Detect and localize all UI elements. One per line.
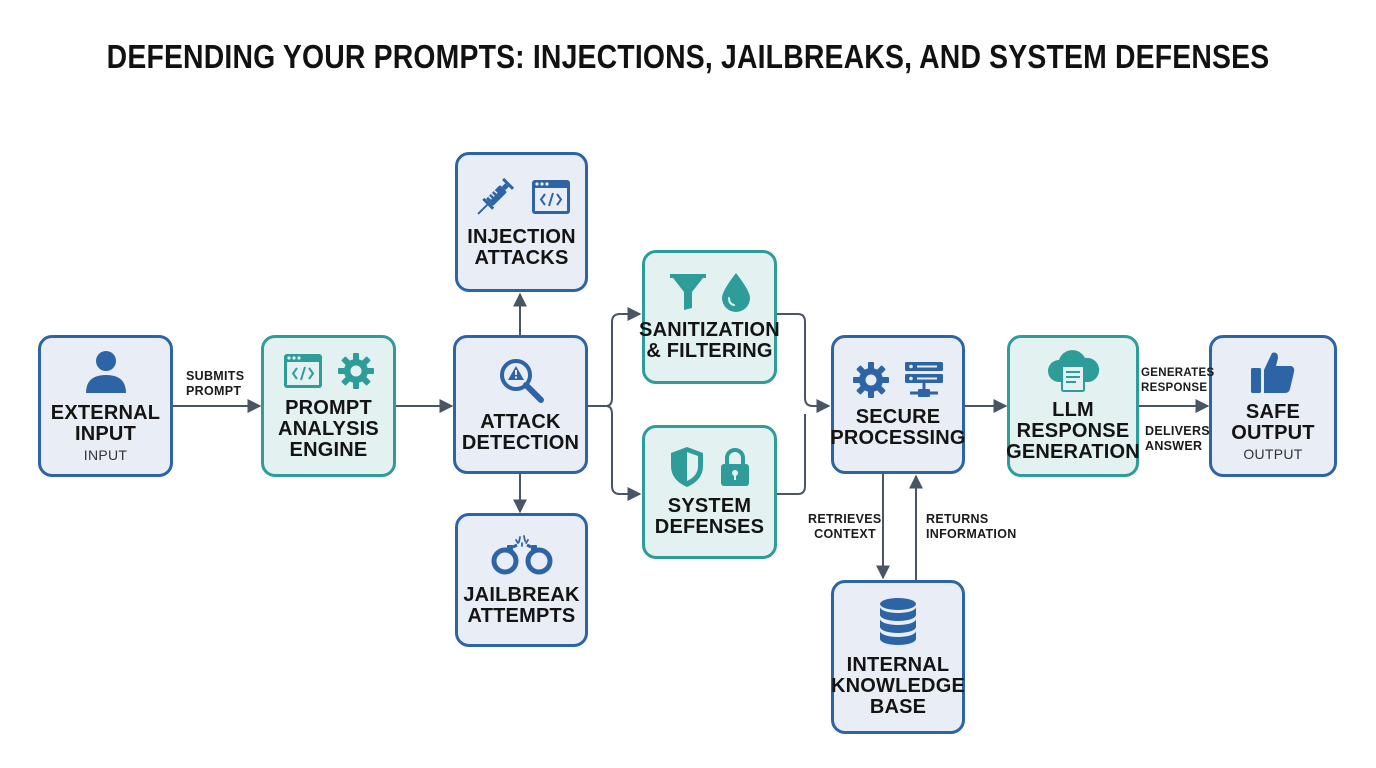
node-safe-output: SAFE OUTPUT OUTPUT <box>1209 335 1337 477</box>
edge-label-returns-information: RETURNS INFORMATION <box>926 512 1017 541</box>
node-prompt-analysis-engine: PROMPT ANALYSIS ENGINE <box>261 335 396 477</box>
code-window-icon <box>531 180 570 214</box>
edge-detection-to-defenses <box>605 405 642 501</box>
node-external-input: EXTERNAL INPUT INPUT <box>38 335 173 477</box>
diagram-title: DEFENDING YOUR PROMPTS: INJECTIONS, JAIL… <box>106 38 1270 75</box>
server-icon <box>905 361 943 397</box>
node-label: EXTERNAL INPUT <box>50 402 161 445</box>
edge-label-retrieves-context: RETRIEVES CONTEXT <box>808 512 882 541</box>
magnifier-warning-icon <box>499 358 544 403</box>
node-internal-knowledge-base: INTERNAL KNOWLEDGE BASE <box>831 580 965 734</box>
edge-detection-to-sanitization <box>588 307 642 407</box>
node-llm-response-generation: LLM RESPONSE GENERATION <box>1006 335 1140 477</box>
node-system-defenses: SYSTEM DEFENSES <box>642 425 777 559</box>
cloud-document-icon <box>1048 349 1100 392</box>
droplet-icon <box>721 273 750 312</box>
edge-label-generates-response: GENERATES RESPONSE <box>1141 367 1215 394</box>
gear-icon <box>853 361 889 398</box>
funnel-icon <box>669 274 706 310</box>
shield-icon <box>670 447 703 487</box>
node-injection-attacks: INJECTION ATTACKS <box>455 152 588 292</box>
node-label: LLM RESPONSE GENERATION <box>1006 398 1140 463</box>
node-label: INTERNAL KNOWLEDGE BASE <box>830 653 966 718</box>
node-attack-detection: ATTACK DETECTION <box>453 335 588 474</box>
node-label: SECURE PROCESSING <box>830 405 966 449</box>
node-label: JAILBREAK ATTEMPTS <box>463 584 580 627</box>
node-label: ATTACK DETECTION <box>461 410 580 454</box>
node-label: SANITIZATION & FILTERING <box>639 319 780 362</box>
broken-handcuffs-icon <box>491 535 552 575</box>
padlock-icon <box>720 448 749 486</box>
node-label: SAFE OUTPUT <box>1231 401 1315 444</box>
edge-label-delivers-answer: DELIVERS ANSWER <box>1145 424 1210 453</box>
user-icon <box>85 351 126 393</box>
node-sublabel: OUTPUT <box>1243 446 1303 462</box>
edge-sanitization-to-processing <box>777 313 831 413</box>
database-icon <box>880 597 916 645</box>
node-sublabel: INPUT <box>83 447 128 463</box>
edge-defenses-to-processing <box>777 414 806 495</box>
thumbs-up-icon <box>1251 352 1295 393</box>
node-jailbreak-attempts: JAILBREAK ATTEMPTS <box>455 513 588 647</box>
node-label: PROMPT ANALYSIS ENGINE <box>278 396 379 461</box>
node-label: SYSTEM DEFENSES <box>654 495 765 538</box>
node-secure-processing: SECURE PROCESSING <box>830 335 966 474</box>
code-window-icon <box>283 353 322 388</box>
gear-icon <box>337 352 374 389</box>
node-label: INJECTION ATTACKS <box>467 226 576 269</box>
syringe-icon <box>476 177 514 215</box>
node-sanitization-filtering: SANITIZATION & FILTERING <box>639 250 780 384</box>
edge-label-submits-prompt: SUBMITS PROMPT <box>186 369 245 398</box>
